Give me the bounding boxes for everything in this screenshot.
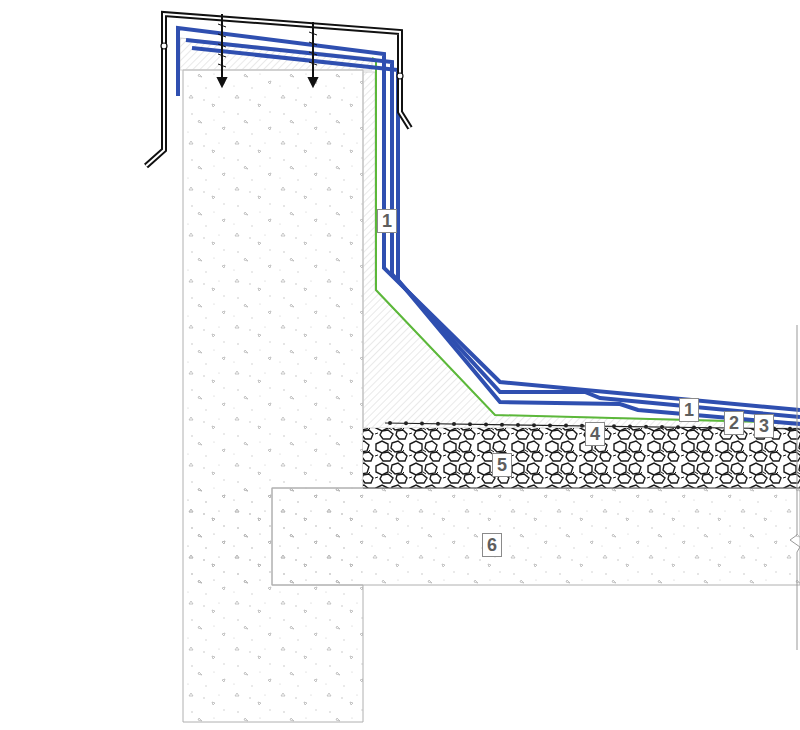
geotextile-dot bbox=[484, 422, 488, 426]
geotextile-dot bbox=[500, 423, 504, 427]
geotextile-dot bbox=[436, 422, 440, 426]
callout-number: 2 bbox=[724, 411, 744, 435]
geotextile-dot bbox=[532, 423, 536, 427]
callout-number: 6 bbox=[482, 533, 502, 557]
geotextile-dot bbox=[660, 425, 664, 429]
geotextile-dot bbox=[612, 424, 616, 428]
geotextile-dot bbox=[404, 421, 408, 425]
geotextile-dot bbox=[708, 426, 712, 430]
geotextile-dot bbox=[516, 423, 520, 427]
geotextile-dot bbox=[676, 425, 680, 429]
geotextile-dot bbox=[580, 424, 584, 428]
callout-number: 5 bbox=[492, 453, 512, 477]
callout-number: 1 bbox=[377, 209, 397, 233]
geotextile-dot bbox=[420, 422, 424, 426]
callout-number: 4 bbox=[585, 422, 605, 446]
geotextile-dot bbox=[628, 425, 632, 429]
callout-number: 3 bbox=[754, 414, 774, 438]
geotextile-dot bbox=[564, 424, 568, 428]
geotextile-dot bbox=[644, 425, 648, 429]
geotextile-dot bbox=[388, 421, 392, 425]
geotextile-dot bbox=[468, 422, 472, 426]
callout-number: 1 bbox=[679, 398, 699, 422]
geotextile-dot bbox=[788, 427, 792, 431]
geotextile-dot bbox=[548, 423, 552, 427]
geotextile-dot bbox=[452, 422, 456, 426]
geotextile-dot bbox=[692, 425, 696, 429]
